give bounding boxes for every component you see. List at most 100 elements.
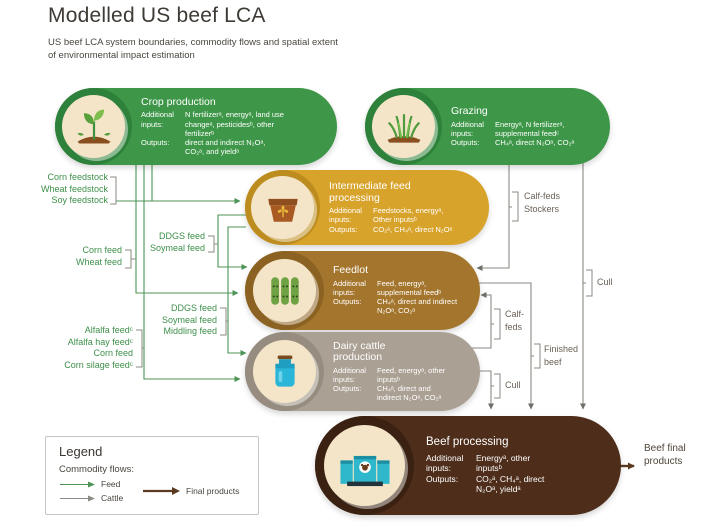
node-title: Crop production bbox=[141, 95, 216, 108]
feed-label: Alfalfa feedᶜ bbox=[84, 325, 133, 335]
inputs-value: Feed, energyᵃ, other inputsᵇ bbox=[377, 365, 446, 384]
outputs-label: Outputs: bbox=[333, 297, 362, 307]
bracket-finished-beef bbox=[531, 343, 541, 369]
outputs-value: CO₂ᵃ, CH₄ᵃ, direct N₂Oᵃ bbox=[373, 224, 453, 234]
legend-subtitle: Commodity flows: bbox=[59, 464, 134, 475]
subtitle-line-2: of environmental impact estimation bbox=[48, 50, 195, 62]
feed-label: Wheat feed bbox=[75, 256, 122, 267]
feed-line-crop-to-feedlot bbox=[135, 150, 239, 296]
node-beef-processing: Beef processing Additional inputs: Energ… bbox=[315, 416, 621, 515]
legend-label: Feed bbox=[101, 479, 121, 489]
inputs-value: Feedstocks, energyᵃ, Other inputsᵇ bbox=[373, 206, 444, 225]
feed-label: DDGS feed bbox=[170, 303, 217, 313]
outputs-label: Outputs: bbox=[426, 473, 459, 484]
feed-label: Corn silage feedᶜ bbox=[64, 359, 133, 370]
cattle-label-cull-dairy: Cull bbox=[505, 380, 521, 390]
outputs-label: Outputs: bbox=[329, 224, 358, 234]
node-title: Feedlot bbox=[333, 264, 369, 277]
sprout-icon bbox=[77, 109, 110, 143]
inputs-label: Additional inputs: bbox=[426, 453, 464, 474]
feed-line-crop-to-dairy bbox=[143, 150, 241, 382]
inputs-label: Additional inputs: bbox=[329, 206, 362, 225]
node-grazing: Grazing Additional inputs: Energyᵃ, N fe… bbox=[365, 88, 610, 165]
subtitle-line-1: US beef LCA system boundaries, commodity… bbox=[48, 37, 338, 48]
outputs-value: CH₄ᵃ, direct and indirect N₂Oᵃ, CO₂ᵃ bbox=[377, 297, 458, 316]
feed-label: Middling feed bbox=[163, 326, 217, 336]
inputs-value: Energyᵃ, N fertilizerᵃ, supplemental fee… bbox=[495, 119, 565, 138]
inputs-label: Additional inputs: bbox=[333, 278, 366, 298]
feed-line-intermediate-to-dairy bbox=[227, 226, 247, 356]
inputs-label: Additional inputs: bbox=[451, 119, 484, 138]
inputs-value: Feed, energyᵃ, supplemental feedᵇ bbox=[377, 278, 442, 298]
node-crop-production: Crop production Additional inputs: N fer… bbox=[55, 88, 337, 165]
bracket-ddgs-soymeal-middling bbox=[220, 307, 228, 336]
factory-icon bbox=[339, 455, 390, 486]
legend-label: Cattle bbox=[101, 493, 124, 503]
legend-item-feed: Feed bbox=[59, 479, 120, 489]
feed-labels-alfalfa-group: Alfalfa feedᶜ Alfalfa hay feedᶜ Corn fee… bbox=[30, 325, 133, 371]
legend-title: Legend bbox=[59, 444, 103, 459]
feed-labels-ddgs-soymeal-middling: DDGS feed Soymeal feed Middling feed bbox=[140, 303, 217, 338]
final-products-arrow-icon bbox=[143, 487, 180, 495]
page-subtitle: US beef LCA system boundaries, commodity… bbox=[48, 36, 338, 63]
grass-icon bbox=[387, 113, 420, 143]
milk-jug-icon bbox=[274, 355, 295, 387]
inputs-value: N fertilizerᵃ, energyᵃ, land use changeᵃ… bbox=[185, 110, 284, 138]
bracket-feedstocks bbox=[110, 176, 117, 205]
cattle-label-cull-grazing: Cull bbox=[597, 277, 613, 287]
bracket-corn-wheat-feed bbox=[125, 249, 136, 269]
bracket-cull-dairy bbox=[491, 373, 501, 399]
feed-label: Corn feed bbox=[93, 348, 133, 358]
bracket-alfalfa-group bbox=[136, 329, 144, 368]
feed-label: Corn feedstock bbox=[47, 172, 108, 182]
node-title: Grazing bbox=[451, 105, 488, 118]
legend-item-cattle: Cattle bbox=[59, 493, 123, 503]
feed-label: Soymeal feed bbox=[149, 242, 205, 253]
beef-final-products-label: Beef final products bbox=[644, 443, 686, 467]
feed-label: Wheat feedstock bbox=[40, 183, 108, 194]
legend-item-final-products: Final products bbox=[142, 486, 239, 496]
bracket-calf-feds-stockers bbox=[509, 191, 519, 222]
outputs-label: Outputs: bbox=[141, 137, 170, 147]
inputs-value: Energyᵃ, other inputsᵇ bbox=[476, 453, 531, 474]
legend-label: Final products bbox=[186, 486, 240, 496]
legend-box: Legend Commodity flows: Feed Cattle Fina… bbox=[45, 436, 259, 515]
feed-label: DDGS feed bbox=[158, 231, 205, 241]
cattle-arrow-icon bbox=[60, 495, 95, 501]
fence-icon bbox=[270, 276, 299, 305]
node-title: Beef processing bbox=[426, 436, 509, 449]
cattle-label-calf-feds-dairy: Calf- feds bbox=[505, 309, 525, 332]
cattle-line-feedlot-to-beef bbox=[478, 282, 534, 410]
node-title: Intermediate feed processing bbox=[329, 180, 411, 204]
feed-label: Soy feedstock bbox=[51, 195, 108, 205]
feed-label: Soymeal feed bbox=[161, 314, 217, 325]
cattle-label-finished-beef: Finished beef bbox=[544, 344, 579, 367]
outputs-value: CH₄ᵃ, direct N₂Oᵃ, CO₂ᵃ bbox=[495, 137, 575, 147]
page-title: Modelled US beef LCA bbox=[48, 4, 266, 27]
outputs-value: direct and indirect N₂Oᵃ, CO₂ᵃ, and yiel… bbox=[185, 137, 266, 156]
feed-labels-ddgs-soymeal: DDGS feed Soymeal feed bbox=[130, 231, 205, 254]
cattle-line-dairy-to-feedlot bbox=[472, 292, 492, 349]
node-intermediate-feed-processing: Intermediate feed processing Additional … bbox=[245, 170, 489, 245]
node-dairy-cattle-production: Dairy cattle production Additional input… bbox=[245, 332, 480, 411]
outputs-label: Outputs: bbox=[451, 137, 480, 147]
feed-labels-corn-wheat: Corn feed Wheat feed bbox=[40, 245, 122, 268]
bracket-calf-feds-dairy bbox=[491, 308, 501, 340]
feed-labels-feedstocks: Corn feedstock Wheat feedstock Soy feeds… bbox=[20, 172, 108, 207]
feed-bin-icon bbox=[267, 198, 298, 222]
inputs-label: Additional inputs: bbox=[141, 110, 174, 129]
bracket-ddgs-soymeal bbox=[208, 235, 218, 253]
feed-label: Alfalfa hay feedᶜ bbox=[67, 336, 133, 347]
feed-line-intermediate-to-feedlot bbox=[217, 214, 248, 270]
outputs-value: CO₂ᵃ, CH₄ᵃ, direct N₂Oᵃ, yieldᵃ bbox=[476, 473, 545, 495]
feed-arrow-icon bbox=[60, 481, 95, 487]
node-title: Dairy cattle production bbox=[333, 339, 386, 364]
node-feedlot: Feedlot Additional inputs: Feed, energyᵃ… bbox=[245, 251, 480, 330]
cattle-label-calf-feds-stockers: Calf-feds Stockers bbox=[524, 191, 561, 214]
outputs-value: CH₄ᵃ, direct and indirect N₂Oᵃ, CO₂ᵃ bbox=[377, 384, 442, 403]
bracket-cull-grazing bbox=[583, 269, 593, 297]
outputs-label: Outputs: bbox=[333, 384, 362, 394]
cattle-line-dairy-to-beef-cull bbox=[478, 370, 494, 410]
